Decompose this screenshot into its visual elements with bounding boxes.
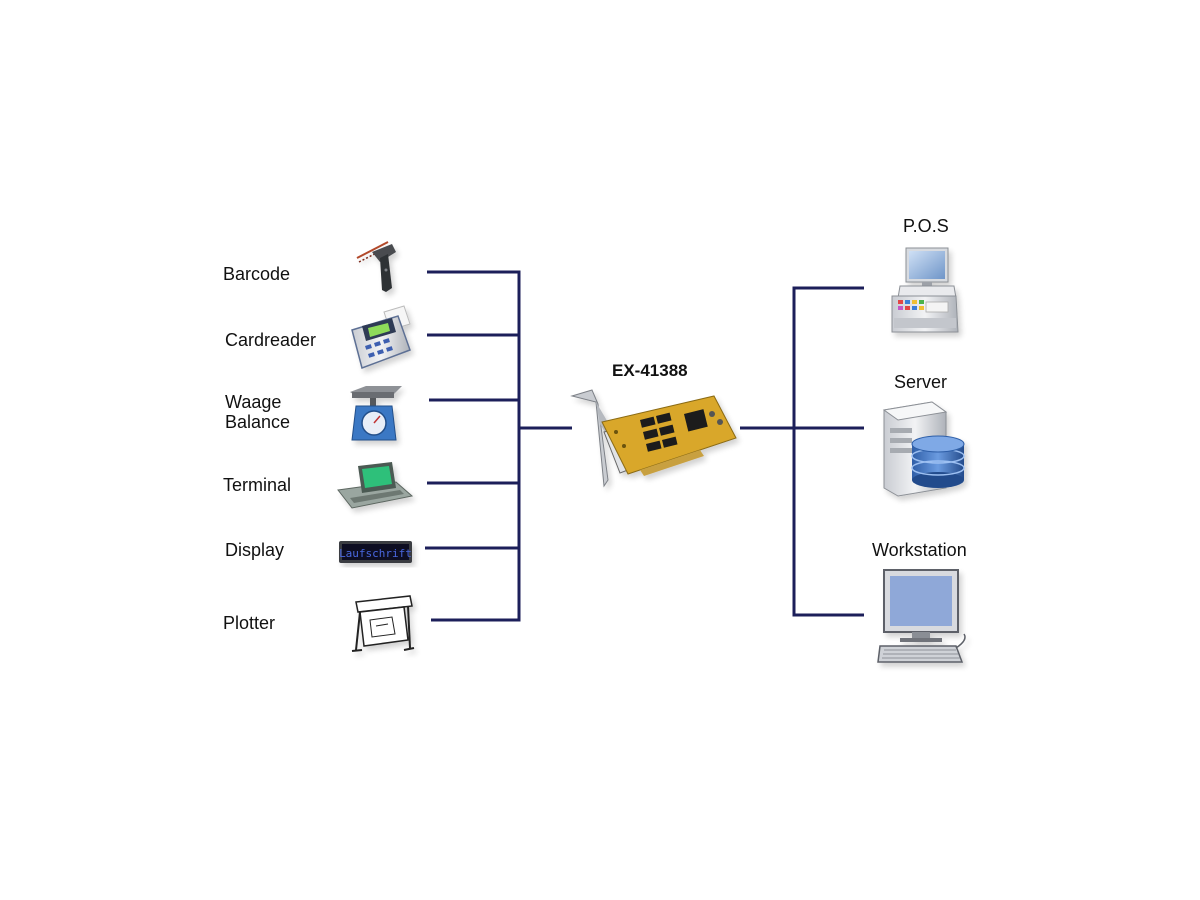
- workstation-icon: [877, 569, 966, 663]
- card-reader-icon: [351, 305, 411, 369]
- led-display-text: Laufschrift: [339, 547, 412, 560]
- device-label-pos: P.O.S: [903, 216, 949, 236]
- device-label-plotter: Plotter: [223, 613, 275, 633]
- plotter-icon: [351, 595, 415, 652]
- pos-register-icon: [891, 247, 959, 333]
- device-label-workstation: Workstation: [872, 540, 967, 560]
- scale-icon: [350, 386, 402, 441]
- card-label: EX-41388: [612, 361, 688, 380]
- server-database-icon: [882, 401, 965, 497]
- device-label-cardreader: Cardreader: [225, 330, 316, 350]
- left-bus: [425, 270, 572, 622]
- barcode-scanner-icon: [356, 241, 396, 292]
- device-label-terminal: Terminal: [223, 475, 291, 495]
- terminal-icon: [337, 462, 414, 509]
- right-bus: [740, 286, 864, 617]
- led-display-icon: Laufschrift: [339, 541, 412, 563]
- pci-card-icon: [570, 389, 737, 488]
- device-label-balance: Balance: [225, 412, 290, 432]
- device-label-display: Display: [225, 540, 284, 560]
- device-label-waage: Waage: [225, 392, 281, 412]
- device-label-barcode: Barcode: [223, 264, 290, 284]
- device-label-server: Server: [894, 372, 947, 392]
- database-icon: [911, 435, 965, 488]
